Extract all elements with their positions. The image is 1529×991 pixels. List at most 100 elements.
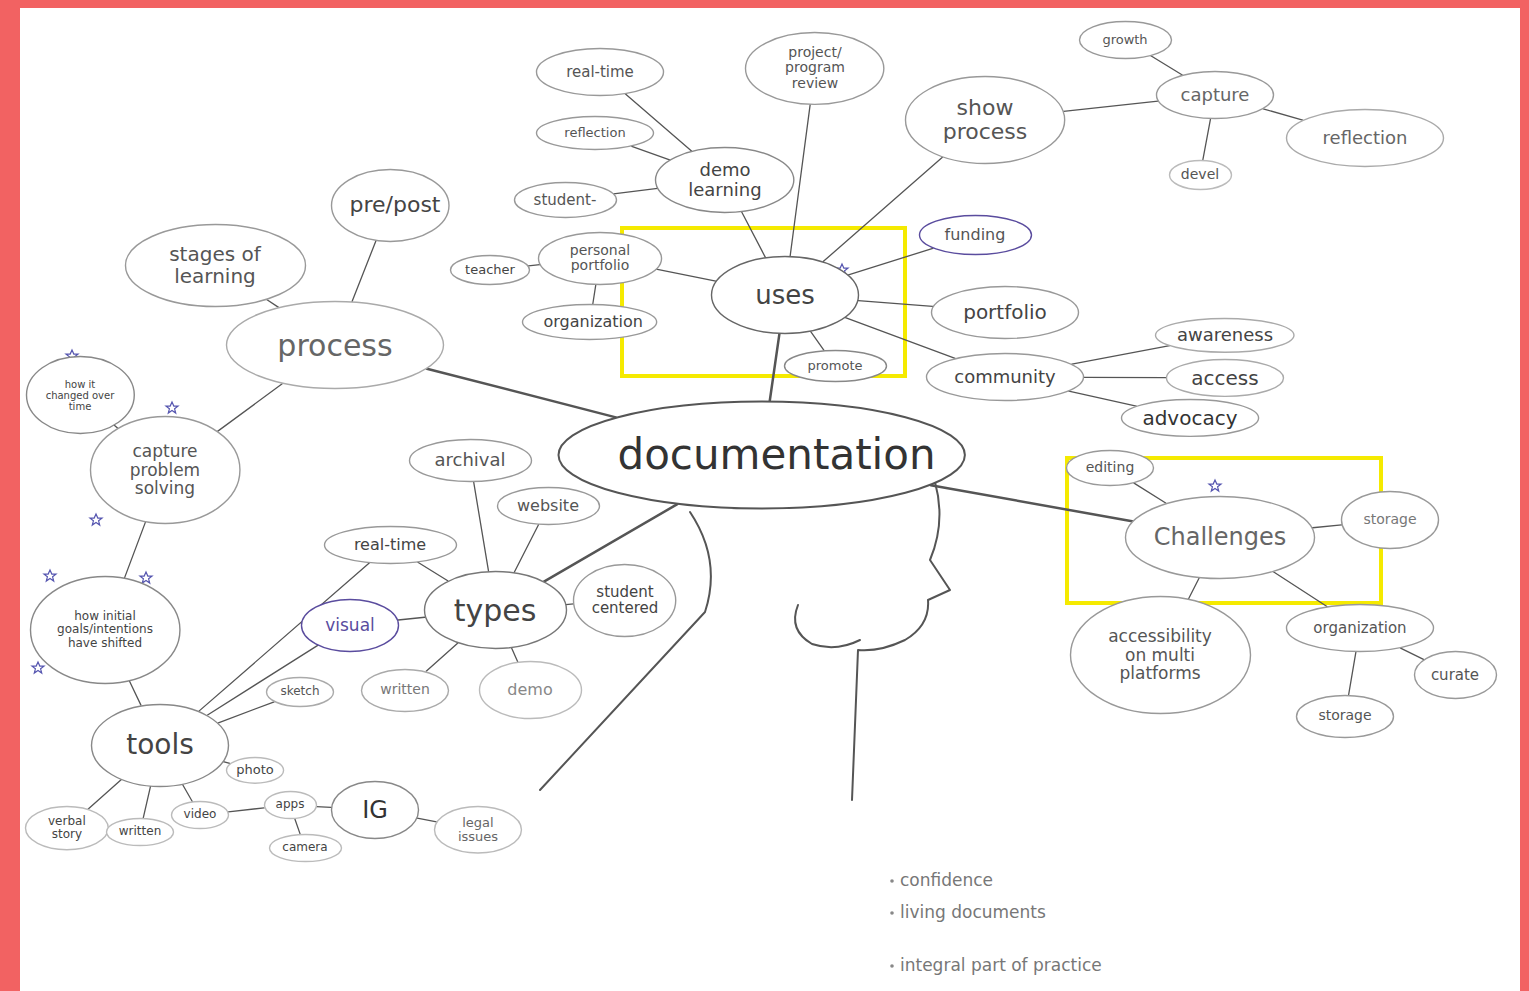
mind-map-bubble: process bbox=[225, 300, 445, 390]
branch-stroke bbox=[266, 299, 278, 307]
bubble-text: visual bbox=[325, 616, 375, 635]
bubble-text-group: capture problem solving bbox=[113, 442, 217, 498]
bubble-text-group: devel bbox=[1181, 167, 1219, 182]
note-text: living documents bbox=[900, 902, 1046, 922]
branch-stroke bbox=[352, 240, 376, 301]
branch-stroke bbox=[931, 485, 1132, 521]
bubble-text: promote bbox=[808, 359, 863, 373]
bubble-text-group: funding bbox=[945, 226, 1006, 244]
bubble-ellipse bbox=[267, 678, 334, 707]
bubble-ellipse bbox=[1067, 451, 1154, 486]
star-mark bbox=[44, 570, 56, 581]
mind-map-bubble: camera bbox=[268, 833, 343, 863]
branch-line bbox=[1313, 525, 1342, 528]
bubble-text-group: access bbox=[1191, 367, 1258, 389]
bullet-dot bbox=[890, 879, 894, 883]
bubble-text: demo learning bbox=[677, 160, 773, 200]
bubble-text-group: visual bbox=[325, 616, 375, 635]
branch-stroke bbox=[182, 784, 192, 801]
branch-stroke bbox=[1084, 377, 1166, 379]
bubble-ellipse bbox=[746, 32, 884, 104]
mind-map-bubble: legal issues bbox=[433, 805, 523, 854]
bubble-text-group: reflection bbox=[1323, 128, 1408, 148]
branch-stroke bbox=[1134, 483, 1166, 503]
branch-line bbox=[656, 269, 716, 281]
mind-map-bubble: written bbox=[360, 668, 450, 713]
mind-map-bubble: visual bbox=[300, 598, 400, 653]
bubble-ellipse bbox=[264, 792, 316, 819]
bubble-text-group: sketch bbox=[280, 685, 319, 698]
bubble-ellipse bbox=[26, 806, 109, 849]
branch-line bbox=[742, 212, 766, 257]
mind-map-bubble: personal portfolio bbox=[537, 231, 663, 286]
branch-stroke bbox=[1069, 391, 1136, 406]
mind-map-bubble: real-time bbox=[535, 47, 665, 97]
bubble-text: student centered bbox=[590, 584, 660, 617]
bubble-ellipse bbox=[302, 599, 399, 651]
bubble-text-group: tools bbox=[126, 730, 194, 761]
bubble-text-group: student- bbox=[534, 192, 597, 209]
mind-map-bubble: show process bbox=[904, 75, 1066, 165]
mind-map-bubble: documentation bbox=[557, 400, 966, 510]
branch-line bbox=[1084, 377, 1166, 378]
bubble-ellipse bbox=[479, 662, 581, 719]
branch-line bbox=[418, 562, 448, 580]
branch-line bbox=[218, 384, 283, 432]
branch-stroke bbox=[426, 643, 457, 671]
bubble-text-group: personal portfolio bbox=[557, 243, 642, 274]
branch-line bbox=[931, 485, 1132, 521]
branch-stroke bbox=[1273, 571, 1327, 606]
branch-stroke bbox=[770, 334, 780, 401]
bubble-text: apps bbox=[276, 798, 305, 811]
bubble-ellipse bbox=[90, 417, 239, 524]
bubble-text: photo bbox=[236, 763, 274, 777]
mind-map-bubble: project/ program review bbox=[744, 31, 885, 106]
bubble-text-group: promote bbox=[808, 359, 863, 373]
bubble-ellipse bbox=[932, 286, 1079, 338]
star-mark bbox=[140, 572, 152, 583]
mind-map-bubble: written bbox=[105, 817, 175, 847]
bubble-text: tools bbox=[126, 730, 194, 761]
branch-line bbox=[593, 284, 596, 304]
bubble-text-group: project/ program review bbox=[767, 45, 863, 91]
branch-stroke bbox=[1313, 525, 1342, 528]
bubble-text: video bbox=[184, 808, 217, 821]
bubble-text: devel bbox=[1181, 167, 1219, 182]
branch-stroke bbox=[613, 188, 657, 194]
bubble-text-group: photo bbox=[236, 763, 274, 777]
bubble-text-group: student centered bbox=[590, 584, 660, 617]
branch-stroke bbox=[1203, 119, 1211, 160]
mind-map-bubble: portfolio bbox=[930, 285, 1080, 340]
mind-map-bubble: pre/post bbox=[330, 168, 451, 243]
bubble-text: advocacy bbox=[1142, 407, 1237, 429]
branch-line bbox=[182, 784, 192, 801]
bubble-ellipse bbox=[574, 564, 676, 636]
branch-stroke bbox=[858, 301, 932, 307]
branch-line bbox=[613, 188, 657, 194]
bubble-text: community bbox=[954, 367, 1056, 387]
branch-line bbox=[218, 702, 274, 723]
bubble-text: access bbox=[1191, 367, 1258, 389]
branch-stroke bbox=[143, 786, 150, 818]
branch-line bbox=[474, 481, 489, 571]
bubble-text: reflection bbox=[564, 126, 625, 140]
branch-line bbox=[266, 299, 278, 307]
bubble-ellipse bbox=[1287, 605, 1434, 652]
mind-map-bubble: editing bbox=[1065, 449, 1155, 487]
mind-map-bubble: student- bbox=[513, 181, 618, 219]
bubble-ellipse bbox=[227, 302, 444, 389]
branch-line bbox=[129, 681, 141, 705]
bubble-text-group: apps bbox=[276, 798, 305, 811]
mind-map-bubble: website bbox=[496, 486, 601, 526]
mind-map-bubble: funding bbox=[918, 214, 1033, 256]
branch-stroke bbox=[1263, 109, 1303, 120]
branch-line bbox=[417, 818, 436, 822]
branch-line bbox=[143, 786, 150, 818]
bubble-text-group: teacher bbox=[465, 263, 515, 277]
bubble-text: show process bbox=[929, 96, 1040, 144]
branch-stroke bbox=[566, 603, 574, 605]
bubble-text-group: verbal story bbox=[39, 815, 95, 841]
bubble-text: pre/post bbox=[350, 193, 431, 217]
bubble-text-group: advocacy bbox=[1142, 407, 1237, 429]
